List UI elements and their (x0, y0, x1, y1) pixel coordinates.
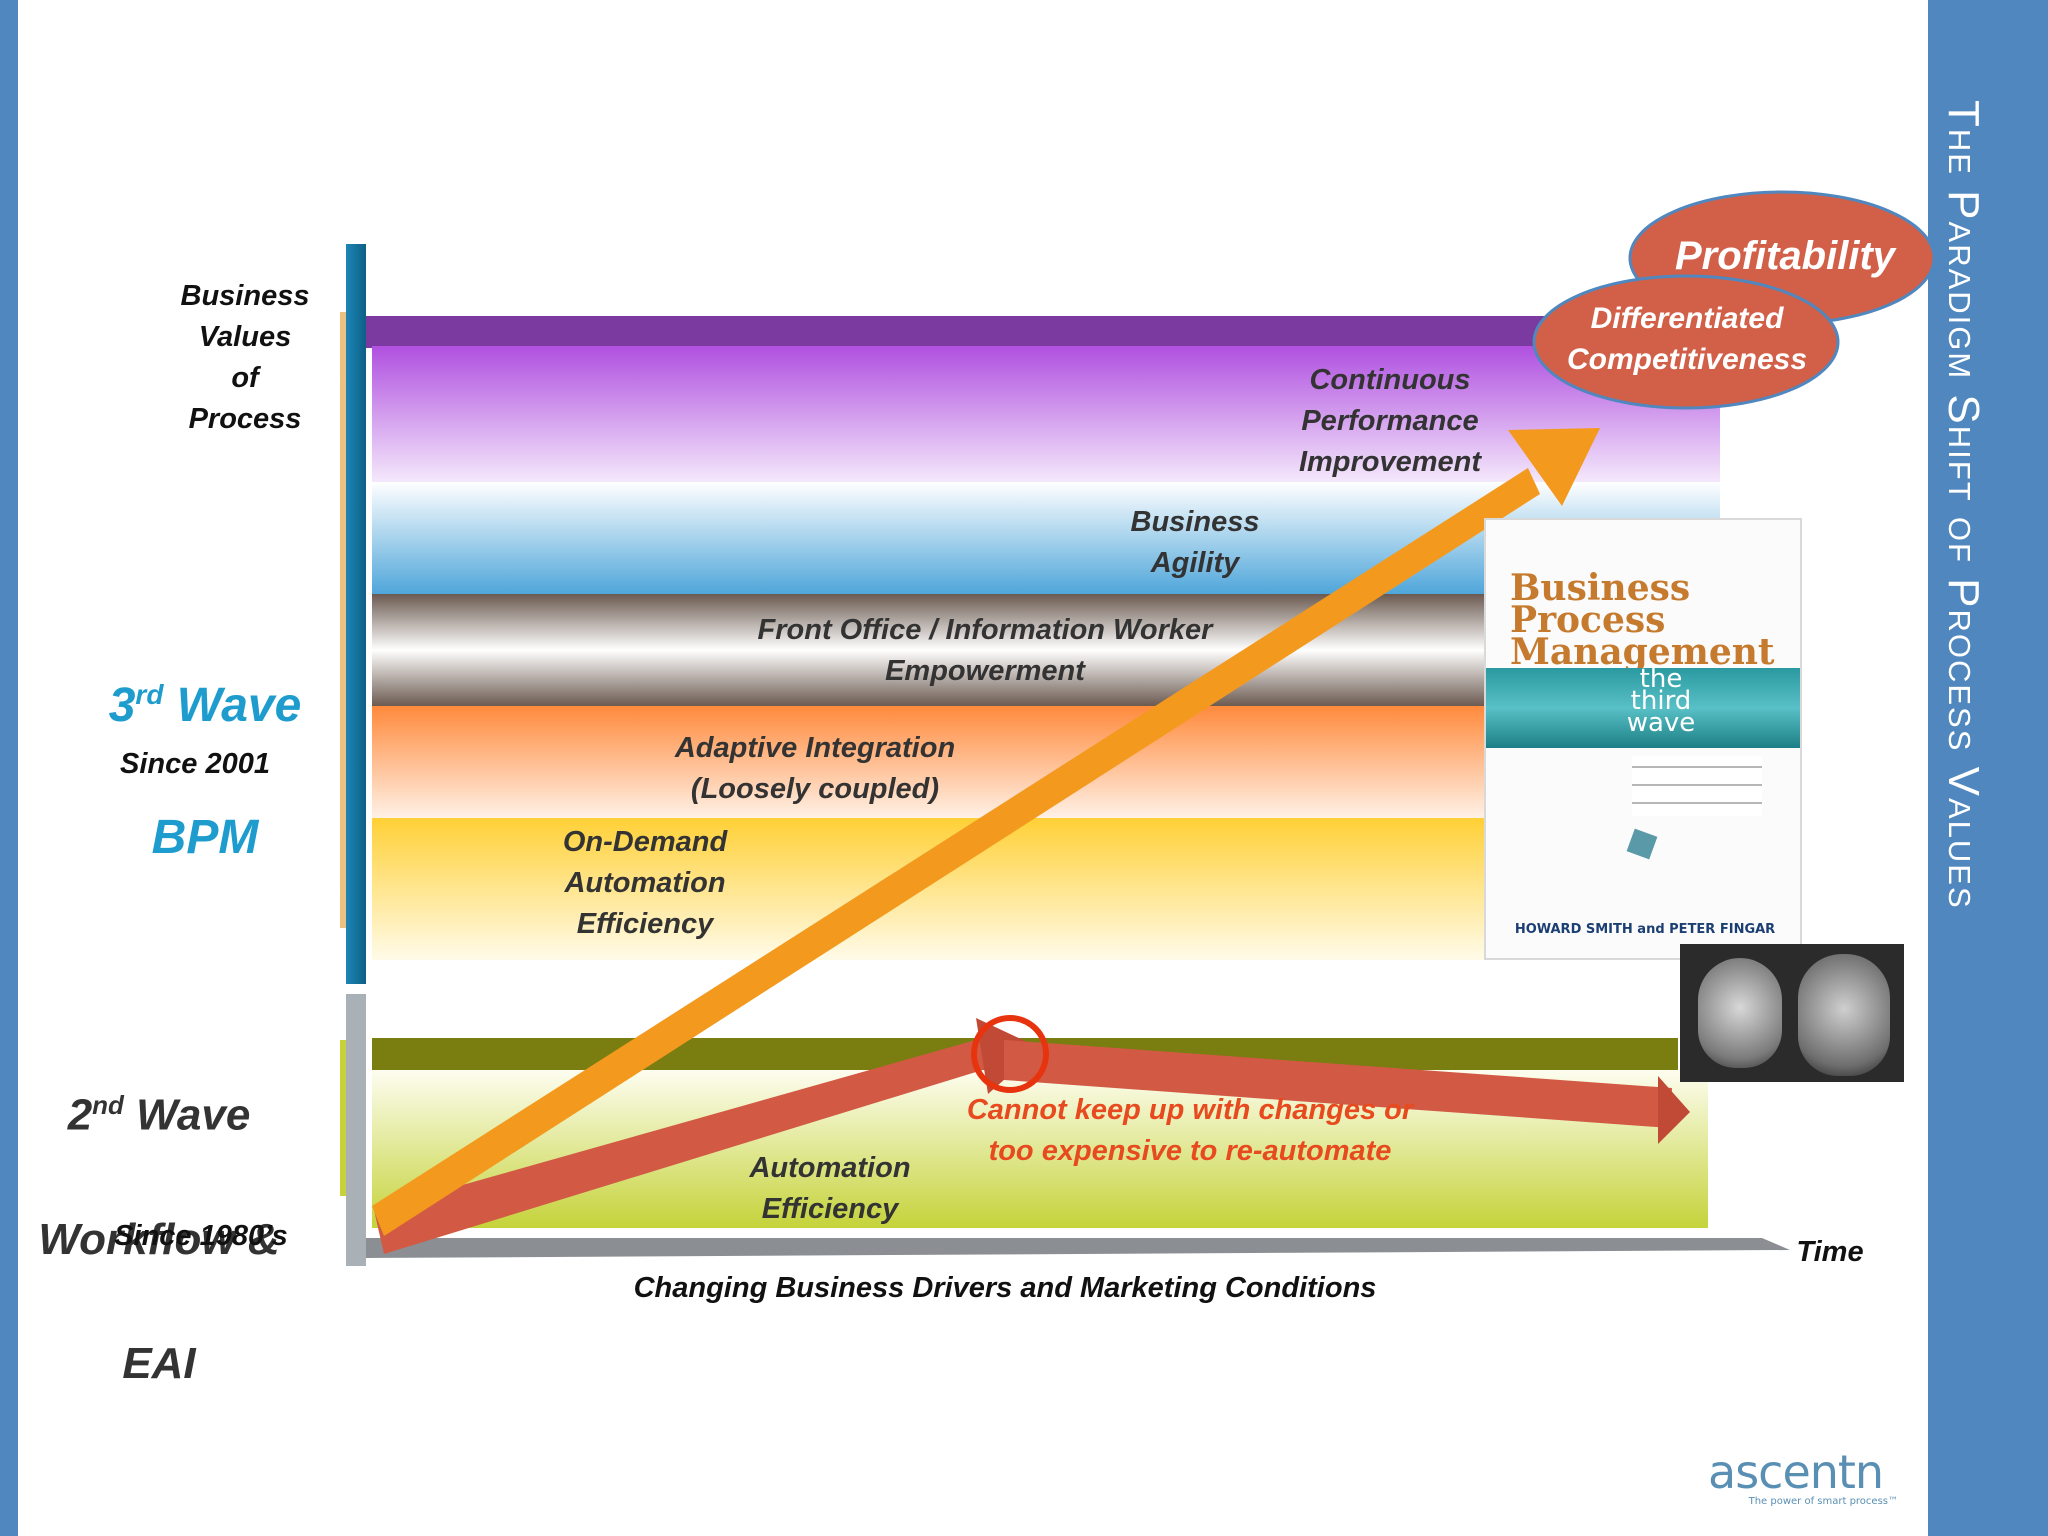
competitiveness-ellipse (1532, 274, 1840, 410)
band-label-adaptive: Adaptive Integration (Loosely coupled) (674, 732, 956, 805)
book-title-line1: Business (1510, 567, 1691, 609)
right-frame-bar (1928, 0, 2048, 1536)
warning-text: Cannot keep up with changes or too expen… (966, 1094, 1414, 1167)
band-purple (372, 346, 1720, 482)
x-axis-label: Changing Business Drivers and Marketing … (633, 1272, 1377, 1304)
red-arrow-down-head (1658, 1076, 1690, 1144)
band-brown (372, 594, 1484, 706)
competitiveness-label: Differentiated Competitiveness (1566, 302, 1808, 376)
left-frame-bar (0, 0, 18, 1536)
cube-icon (1626, 828, 1658, 860)
band-label-continuous: Continuous Performance Improvement (1298, 364, 1482, 478)
wave2-title-line3: EAI (122, 1338, 196, 1388)
red-arrow-down (1004, 1040, 1672, 1128)
band-label-front-office: Front Office / Information Worker Empowe… (757, 614, 1213, 687)
wave2-axis (346, 994, 366, 1266)
wave3-title: 3rd Wave BPM (80, 596, 330, 871)
time-axis (366, 1238, 1790, 1258)
warning-circle (971, 1015, 1049, 1093)
wave3-title-num: 3 (108, 679, 136, 732)
book-wave-band (1486, 668, 1800, 748)
band-yellow (372, 818, 1484, 960)
ascentn-logo: ascentn The power of smart process™ (1708, 1448, 1908, 1512)
book-cover-image: Business Process Management the third wa… (1484, 518, 1802, 960)
band-top-edge (364, 316, 1716, 348)
wave3-since: Since 2001 (120, 748, 270, 780)
wave3-axis (346, 244, 366, 984)
book-title-line3: Management (1510, 631, 1775, 673)
wave2-title-word: Wave (123, 1090, 251, 1140)
red-arrow-up (374, 1036, 1002, 1254)
band-orange (372, 706, 1484, 818)
book-subtitle: the third wave (1626, 664, 1696, 738)
wave2-title: 2nd Wave Workflow & EAI (14, 1012, 304, 1395)
book-fine-print (1632, 756, 1762, 816)
band-label-on-demand: On-Demand Automation Efficiency (562, 826, 728, 940)
wave2-band-label: Automation Efficiency (749, 1152, 911, 1225)
logo-wordmark: ascentn (1708, 1445, 1884, 1499)
wave3-title-line2: BPM (151, 811, 259, 864)
band-label-agility: Business Agility (1130, 506, 1260, 579)
face-right (1798, 954, 1890, 1076)
wave3-title-sup: rd (135, 679, 164, 710)
wave2-since: Since 1980’s (114, 1220, 288, 1252)
wave2-title-line2: Workflow & (38, 1214, 280, 1264)
orange-arrow-head (1508, 428, 1600, 506)
book-title: Business Process Management (1510, 567, 1800, 673)
wave3-title-word: Wave (163, 679, 302, 732)
time-label: Time (1796, 1236, 1864, 1268)
wave2-title-sup: nd (92, 1090, 124, 1120)
wave2-title-num: 2 (67, 1090, 93, 1140)
profitability-label: Profitability (1674, 234, 1896, 278)
face-left (1698, 958, 1782, 1068)
book-authors: HOWARD SMITH and PETER FINGAR (1514, 922, 1776, 937)
book-title-line2: Process (1510, 599, 1666, 641)
logo-tagline: The power of smart process™ (1748, 1496, 1898, 1507)
orange-arrow (372, 468, 1540, 1236)
y-axis-label: Business Values of Process (180, 280, 310, 435)
authors-photo (1680, 944, 1904, 1082)
